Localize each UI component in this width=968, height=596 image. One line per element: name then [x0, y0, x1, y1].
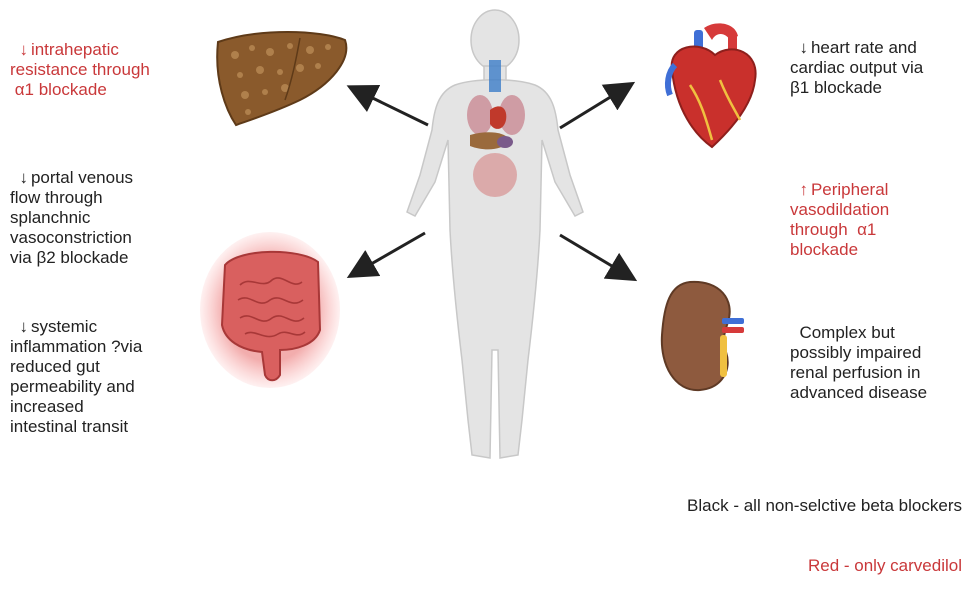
legend: Black - all non-selctive beta blockers R…: [687, 456, 962, 596]
arrow-to-kidney: [560, 235, 632, 278]
effect-renal: Complex butpossibly impairedrenal perfus…: [790, 303, 927, 403]
legend-red: Red - only carvedilol: [687, 556, 962, 576]
arrow-to-intestine: [352, 233, 425, 275]
legend-black: Black - all non-selctive beta blockers: [687, 496, 962, 516]
effect-portal-flow: ↓portal venousflow throughsplanchnicvaso…: [10, 148, 133, 268]
effect-heart: ↓heart rate andcardiac output viaβ1 bloc…: [790, 18, 923, 98]
down-arrow-icon: ↓: [799, 38, 808, 57]
arrow-to-heart: [560, 85, 630, 128]
effect-inflammation: ↓systemicinflammation ?viareduced gutper…: [10, 297, 142, 437]
down-arrow-icon: ↓: [19, 40, 28, 59]
intestine-icon: [200, 232, 340, 388]
down-arrow-icon: ↓: [19, 317, 28, 336]
effect-peripheral-vasodilation: ↑Peripheralvasodildationthrough α1blocka…: [790, 160, 889, 260]
effect-liver: ↓intrahepaticresistance through α1 block…: [10, 20, 150, 100]
kidney-icon: [662, 282, 744, 390]
arrow-to-liver: [352, 88, 428, 125]
down-arrow-icon: ↓: [19, 168, 28, 187]
up-arrow-icon: ↑: [799, 180, 808, 199]
heart-icon: [668, 23, 756, 147]
liver-icon: [217, 32, 346, 125]
